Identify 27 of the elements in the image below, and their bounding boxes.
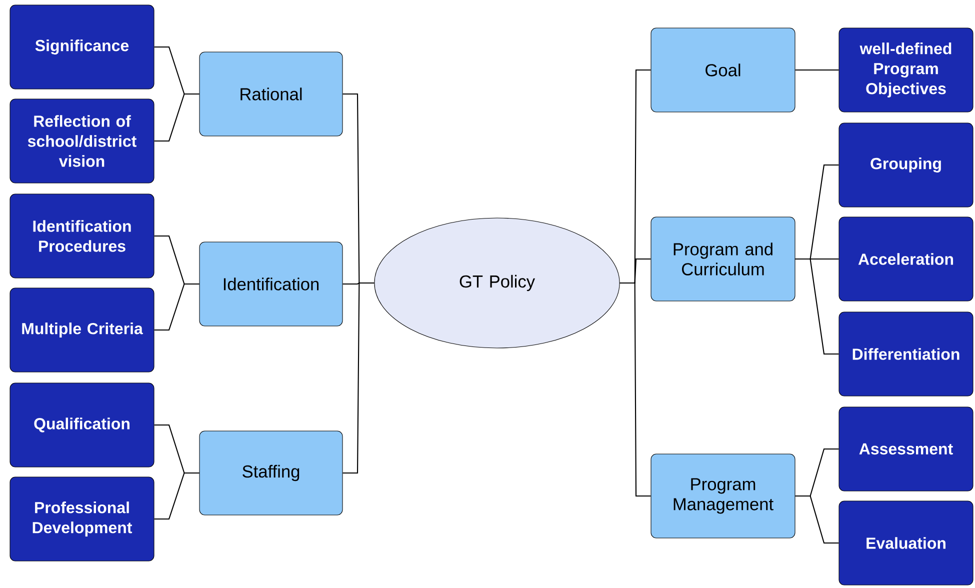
category-box: Program and Curriculum (650, 216, 796, 302)
item-box: Reflection of school/district vision (10, 98, 154, 184)
item-box: Qualification (10, 382, 154, 468)
category-box: Rational (199, 52, 343, 136)
category-box: Program Management (650, 454, 796, 538)
item-box: Professional Development (10, 476, 154, 562)
connector-line (795, 495, 839, 544)
connector-line (154, 283, 200, 331)
item-box: Multiple Criteria (10, 288, 154, 372)
connector-line (154, 93, 200, 142)
connector-line (795, 69, 839, 71)
connector-line (795, 258, 839, 355)
item-box: Acceleration (838, 216, 974, 302)
oval-node: GT Policy (374, 218, 620, 348)
connector-line (620, 282, 651, 497)
category-box: Identification (199, 242, 343, 326)
item-box: Identification Procedures (10, 194, 154, 278)
item-box: Grouping (838, 122, 974, 208)
connector-line (154, 472, 200, 520)
item-box: well-defined Program Objectives (838, 28, 974, 112)
category-box: Goal (650, 28, 796, 112)
connector-line (342, 282, 374, 474)
category-box: Staffing (199, 430, 343, 516)
item-box: Differentiation (838, 312, 974, 396)
item-box: Evaluation (838, 500, 974, 586)
item-box: Assessment (838, 406, 974, 492)
item-box: Significance (10, 4, 154, 90)
